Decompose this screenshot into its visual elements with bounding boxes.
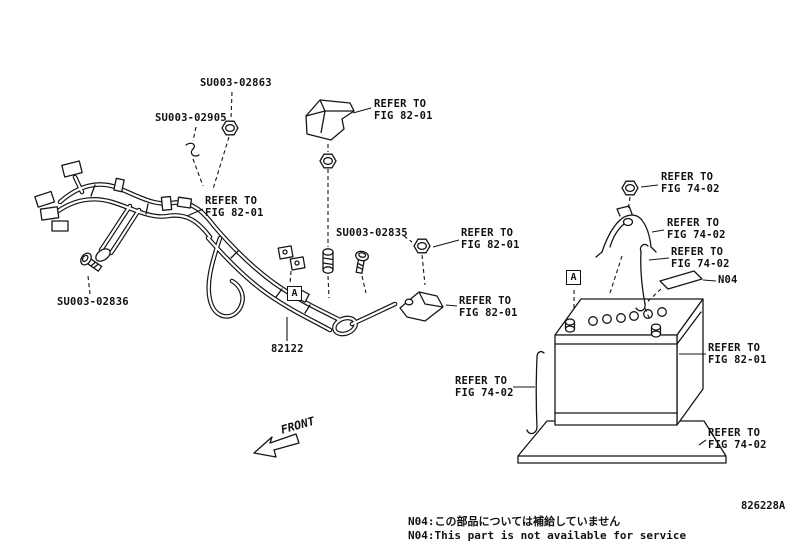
callout-refer-fig-82-01-nut: REFER TO FIG 82-01	[461, 227, 520, 251]
callout-line: FIG 74-02	[667, 228, 726, 241]
callout-line: REFER TO	[455, 375, 508, 387]
holddown-rod-left-drawing	[526, 350, 545, 435]
callout-line: FIG 82-01	[708, 353, 767, 366]
callout-line: REFER TO	[461, 227, 514, 239]
callout-line: FIG 82-01	[205, 206, 264, 219]
callout-line: REFER TO	[205, 195, 258, 207]
callout-refer-fig-74-02-rod: REFER TO FIG 74-02	[671, 246, 730, 270]
callout-line: REFER TO	[708, 342, 761, 354]
callout-refer-fig-82-01-cable: REFER TO FIG 82-01	[459, 295, 518, 319]
nut-battery-clamp-drawing	[621, 180, 639, 196]
callout-line: REFER TO	[661, 171, 714, 183]
detail-marker-a-harness: A	[287, 286, 302, 301]
part-number-su003-02905: SU003-02905	[155, 112, 227, 124]
callout-line: FIG 82-01	[459, 306, 518, 319]
callout-line: FIG 74-02	[708, 438, 767, 451]
bolt-drawing	[352, 249, 370, 275]
callout-refer-fig-82-01-battery: REFER TO FIG 82-01	[708, 342, 767, 366]
detail-marker-a-battery: A	[566, 270, 581, 285]
battery-tray-drawing	[517, 420, 727, 464]
callout-line: REFER TO	[667, 217, 720, 229]
part-number-su003-02835: SU003-02835	[336, 227, 408, 239]
battery-clamp-drawing	[595, 205, 657, 258]
nut-drawing	[319, 153, 337, 169]
clip-su003-02905-drawing	[185, 142, 200, 157]
callout-refer-fig-82-01-harness: REFER TO FIG 82-01	[205, 195, 264, 219]
callout-refer-fig-74-02-rod-left: REFER TO FIG 74-02	[455, 375, 514, 399]
battery-drawing	[554, 298, 704, 426]
callout-line: FIG 74-02	[661, 182, 720, 195]
callout-line: FIG 82-01	[374, 109, 433, 122]
drawing-code: 826228A	[741, 500, 786, 512]
battery-cable-drawing	[399, 291, 444, 322]
footnote-english: N04:This part is not available for servi…	[408, 529, 687, 542]
callout-refer-fig-74-02-clamp: REFER TO FIG 74-02	[667, 217, 726, 241]
callout-refer-fig-74-02-nut: REFER TO FIG 74-02	[661, 171, 720, 195]
callout-refer-fig-82-01-bracket: REFER TO FIG 82-01	[374, 98, 433, 122]
leader-lines	[186, 107, 717, 446]
callout-line: FIG 74-02	[671, 257, 730, 270]
footnote-japanese: N04:この部品については補給していません	[408, 515, 621, 528]
part-number-82122: 82122	[271, 343, 304, 355]
callout-line: FIG 74-02	[455, 386, 514, 399]
part-number-su003-02836: SU003-02836	[57, 296, 129, 308]
callout-line: REFER TO	[459, 295, 512, 307]
bracket-drawing	[305, 99, 355, 141]
callout-line: FIG 82-01	[461, 238, 520, 251]
wire-harness-drawing	[34, 160, 395, 337]
nut-su003-02835-drawing	[413, 238, 431, 254]
n04-plate-drawing	[659, 270, 703, 290]
callout-line: REFER TO	[708, 427, 761, 439]
front-arrow-icon	[253, 433, 300, 458]
callout-refer-fig-74-02-tray: REFER TO FIG 74-02	[708, 427, 767, 451]
assembly-dashed-lines	[87, 91, 662, 321]
stud-bolt-drawing	[322, 248, 334, 274]
part-number-su003-02863: SU003-02863	[200, 77, 272, 89]
callout-line: REFER TO	[374, 98, 427, 110]
n04-marker: N04	[718, 274, 738, 286]
callout-line: REFER TO	[671, 246, 724, 258]
